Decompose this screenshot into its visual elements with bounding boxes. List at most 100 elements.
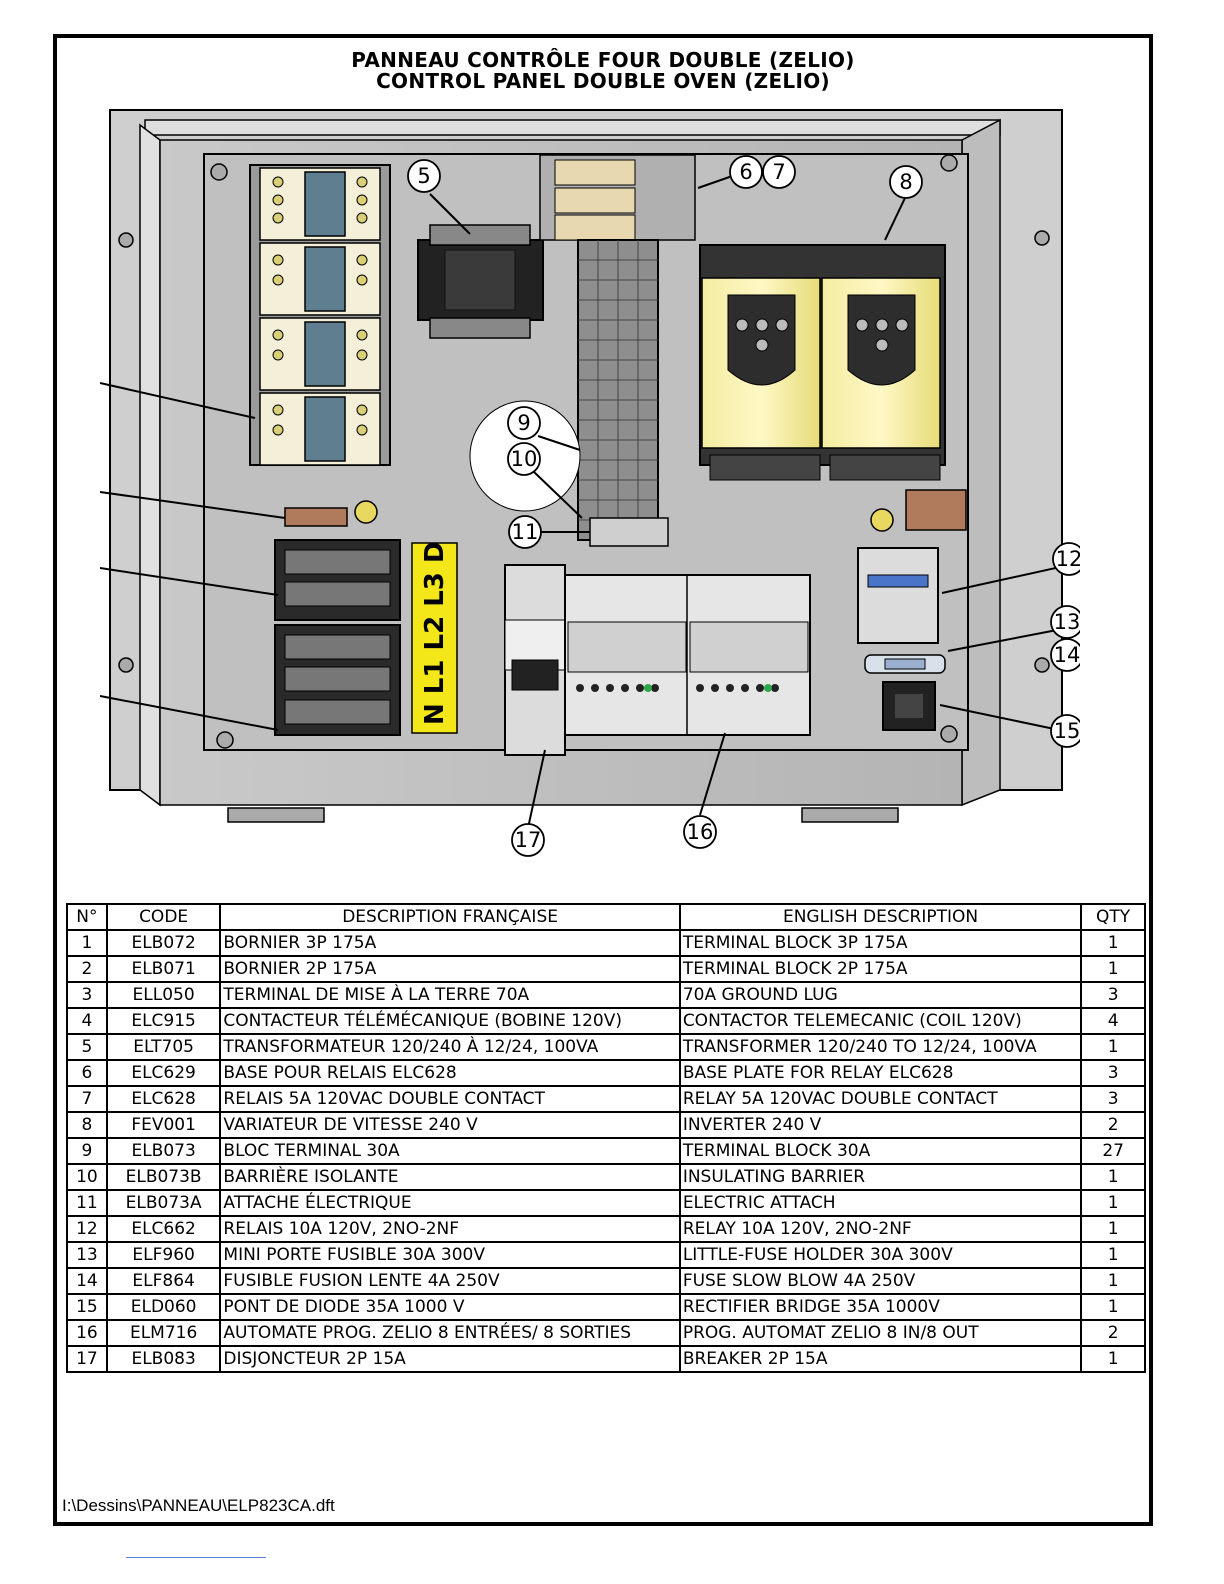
title-english: CONTROL PANEL DOUBLE OVEN (ZELIO) xyxy=(376,69,830,93)
header-qty: QTY xyxy=(1080,903,1146,931)
cell-french-description: TERMINAL DE MISE À LA TERRE 70A xyxy=(219,981,681,1009)
cell-french-description: RELAIS 5A 120VAC DOUBLE CONTACT xyxy=(219,1085,681,1113)
cell-number: 8 xyxy=(66,1111,108,1139)
cell-french-description: BARRIÈRE ISOLANTE xyxy=(219,1163,681,1191)
cell-number: 11 xyxy=(66,1189,108,1217)
cell-french-description: RELAIS 10A 120V, 2NO-2NF xyxy=(219,1215,681,1243)
cell-number: 5 xyxy=(66,1033,108,1061)
cell-qty: 4 xyxy=(1080,1007,1146,1035)
cell-code: ELF864 xyxy=(105,1267,222,1295)
cell-english-description: PROG. AUTOMAT ZELIO 8 IN/8 OUT xyxy=(678,1319,1083,1347)
cell-english-description: RECTIFIER BRIDGE 35A 1000V xyxy=(678,1293,1083,1321)
cell-english-description: LITTLE-FUSE HOLDER 30A 300V xyxy=(678,1241,1083,1269)
title-french: PANNEAU CONTRÔLE FOUR DOUBLE (ZELIO) xyxy=(351,48,855,72)
svg-text:8: 8 xyxy=(899,170,912,194)
cell-number: 2 xyxy=(66,955,108,983)
callout-14: 14 xyxy=(1050,638,1080,672)
cell-english-description: TERMINAL BLOCK 2P 175A xyxy=(678,955,1083,983)
cell-number: 7 xyxy=(66,1085,108,1113)
power-terminal-blocks xyxy=(274,539,401,736)
cell-french-description: BLOC TERMINAL 30A xyxy=(219,1137,681,1165)
cell-code: ELB073 xyxy=(105,1137,222,1165)
parts-table: N° CODE DESCRIPTION FRANÇAISE ENGLISH DE… xyxy=(66,903,1146,1373)
file-path: I:\Dessins\PANNEAU\ELP823CA.dft xyxy=(62,1496,335,1515)
cell-english-description: ELECTRIC ATTACH xyxy=(678,1189,1083,1217)
cell-code: ELC629 xyxy=(105,1059,222,1087)
svg-text:12: 12 xyxy=(1056,547,1080,571)
cell-french-description: CONTACTEUR TÉLÉMÉCANIQUE (BOBINE 120V) xyxy=(219,1007,681,1035)
cell-code: ELB073A xyxy=(105,1189,222,1217)
callout-12: 12 xyxy=(1052,542,1080,576)
cell-english-description: 70A GROUND LUG xyxy=(678,981,1083,1009)
cell-qty: 1 xyxy=(1080,1189,1146,1217)
svg-text:7: 7 xyxy=(772,160,785,184)
contactors xyxy=(249,164,391,466)
cell-code: ELT705 xyxy=(105,1033,222,1061)
callout-9: 9 xyxy=(507,406,541,440)
cell-code: ELB071 xyxy=(105,955,222,983)
cell-qty: 27 xyxy=(1080,1137,1146,1165)
cell-english-description: RELAY 10A 120V, 2NO-2NF xyxy=(678,1215,1083,1243)
cell-code: ELB083 xyxy=(105,1345,222,1373)
cell-qty: 3 xyxy=(1080,1085,1146,1113)
callout-15: 15 xyxy=(1050,714,1080,748)
header-english-description: ENGLISH DESCRIPTION xyxy=(678,903,1083,931)
cell-qty: 1 xyxy=(1080,955,1146,983)
relay-10a xyxy=(857,547,939,644)
cell-code: ELC915 xyxy=(105,1007,222,1035)
cell-qty: 1 xyxy=(1080,1033,1146,1061)
cell-qty: 2 xyxy=(1080,1111,1146,1139)
cell-qty: 3 xyxy=(1080,1059,1146,1087)
callout-5: 5 xyxy=(407,159,441,193)
svg-text:15: 15 xyxy=(1054,719,1080,743)
link-underline xyxy=(126,1557,266,1558)
inverters xyxy=(699,244,946,481)
cell-french-description: TRANSFORMATEUR 120/240 À 12/24, 100VA xyxy=(219,1033,681,1061)
header-french-description: DESCRIPTION FRANÇAISE xyxy=(219,903,681,931)
cell-english-description: INSULATING BARRIER xyxy=(678,1163,1083,1191)
cell-french-description: VARIATEUR DE VITESSE 240 V xyxy=(219,1111,681,1139)
phase-label: N L1 L2 L3 D xyxy=(411,541,458,734)
cell-qty: 1 xyxy=(1080,1293,1146,1321)
cell-number: 9 xyxy=(66,1137,108,1165)
cell-code: ELD060 xyxy=(105,1293,222,1321)
cell-number: 13 xyxy=(66,1241,108,1269)
svg-text:14: 14 xyxy=(1054,643,1080,667)
callout-11: 11 xyxy=(508,515,542,549)
cell-english-description: CONTACTOR TELEMECANIC (COIL 120V) xyxy=(678,1007,1083,1035)
phase-label-text: N L1 L2 L3 D xyxy=(420,541,450,725)
svg-text:11: 11 xyxy=(512,520,539,544)
cell-code: ELB073B xyxy=(105,1163,222,1191)
cell-english-description: INVERTER 240 V xyxy=(678,1111,1083,1139)
cell-french-description: AUTOMATE PROG. ZELIO 8 ENTRÉES/ 8 SORTIE… xyxy=(219,1319,681,1347)
cell-qty: 1 xyxy=(1080,1345,1146,1373)
callout-10: 10 xyxy=(507,442,541,476)
cell-code: ELB072 xyxy=(105,929,222,957)
cell-english-description: TERMINAL BLOCK 30A xyxy=(678,1137,1083,1165)
drawing-frame: PANNEAU CONTRÔLE FOUR DOUBLE (ZELIO) CON… xyxy=(53,34,1153,1526)
callout-13: 13 xyxy=(1050,605,1080,639)
callout-7: 7 xyxy=(762,155,796,189)
zelio-plcs xyxy=(564,574,811,736)
cell-english-description: BREAKER 2P 15A xyxy=(678,1345,1083,1373)
breaker xyxy=(504,564,566,756)
cell-code: ELC628 xyxy=(105,1085,222,1113)
cell-number: 10 xyxy=(66,1163,108,1191)
cell-french-description: BORNIER 3P 175A xyxy=(219,929,681,957)
callout-17: 17 xyxy=(511,823,545,857)
cell-qty: 3 xyxy=(1080,981,1146,1009)
